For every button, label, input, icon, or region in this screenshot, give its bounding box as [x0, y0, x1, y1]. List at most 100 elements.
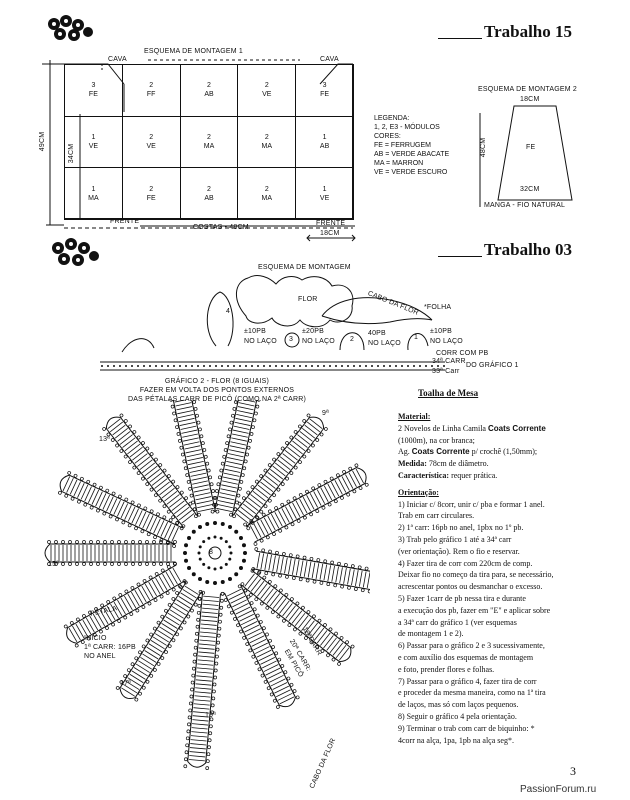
- chain-stitch: [113, 365, 115, 367]
- material-line-1a: 2 Novelos de Linha Camila: [398, 423, 488, 433]
- chain-stitch: [179, 365, 181, 367]
- chain-stitch: [257, 365, 259, 367]
- chain-stitch: [293, 365, 295, 367]
- esquema3-20pb: ±20PB: [302, 328, 324, 335]
- module-color: MA: [261, 142, 273, 150]
- module-number: 2: [149, 185, 154, 193]
- flower-row-19: 19ª: [205, 712, 216, 719]
- chain-stitch: [149, 365, 151, 367]
- chain-stitch: [239, 365, 241, 367]
- module-color: MA: [88, 194, 99, 202]
- chain-stitch: [191, 365, 193, 367]
- petal: [250, 547, 370, 594]
- esquema2-caption: MANGA - FIO NATURAL: [484, 202, 566, 209]
- esquema3-title: ESQUEMA DE MONTAGEM: [258, 264, 351, 271]
- module-color: FF: [146, 91, 156, 99]
- module-color: VE: [319, 194, 330, 202]
- flower-inicio-1: INÍCIO: [84, 635, 107, 642]
- material-brand-2: Coats Corrente: [411, 447, 470, 457]
- chain-stitch: [209, 365, 211, 367]
- esquema3-flor: FLOR: [298, 296, 318, 303]
- material-heading: Material:: [398, 412, 431, 421]
- chain-stitch: [281, 365, 283, 367]
- chain-stitch: [419, 365, 421, 367]
- esquema3-10pb-b: ±10PB: [430, 328, 452, 335]
- chain-stitch: [335, 365, 337, 367]
- petal: [210, 400, 261, 519]
- petal: [243, 463, 369, 546]
- chain-stitch: [215, 365, 217, 367]
- chain-stitch: [119, 365, 121, 367]
- chain-stitch: [143, 365, 145, 367]
- module-color: FE: [146, 194, 156, 202]
- petal: [44, 540, 177, 566]
- esquema3-n3: 3: [289, 336, 294, 343]
- grafico2-line-1: GRÁFICO 2 - FLOR (8 IGUAIS): [164, 378, 270, 385]
- esquema3-laco-2: NO LAÇO: [302, 338, 335, 345]
- flower-row-17: 17ª: [120, 680, 131, 687]
- center-stitch: [234, 572, 239, 577]
- module-number: 1: [322, 133, 327, 141]
- cava-right-label: CAVA: [320, 56, 339, 63]
- chain-stitch: [323, 365, 325, 367]
- esquema3-corr: CORR COM PB: [436, 350, 489, 357]
- module-number: 2: [207, 82, 211, 90]
- esquema3-laco-3: NO LAÇO: [368, 340, 401, 347]
- step: 6) Passar para o gráfico 2 e 3 sucessiva…: [398, 641, 545, 651]
- esquema3-laco-4: NO LAÇO: [430, 338, 463, 345]
- chain-stitch: [227, 365, 229, 367]
- chain-stitch: [287, 365, 289, 367]
- step: a execução dos pb, fazer em "E" e aplica…: [398, 605, 551, 615]
- center-stitch: [184, 558, 189, 563]
- center-stitch: [220, 522, 225, 527]
- esquema1-frame: [42, 59, 481, 242]
- center-stitch: [213, 535, 217, 539]
- material-line-2: (1000m), na cor branca;: [398, 435, 475, 445]
- chain-stitch: [395, 365, 397, 367]
- chain-stitch: [245, 365, 247, 367]
- chain-stitch: [197, 365, 199, 367]
- module-color: VE: [146, 142, 156, 150]
- petal: [115, 579, 205, 702]
- title-trabalho-03: Trabalho 03: [484, 240, 573, 259]
- chain-stitch: [161, 365, 163, 367]
- center-stitch: [219, 566, 223, 570]
- center-stitch: [241, 543, 246, 548]
- center-stitch: [205, 522, 210, 527]
- center-stitch: [191, 529, 196, 534]
- center-stitch: [229, 551, 233, 555]
- chain-stitch: [425, 365, 427, 367]
- step: Deixar fio no começo da tira para, se ne…: [398, 570, 554, 580]
- grafico2-line-2: FAZER EM VOLTA DOS PONTOS EXTERNOS: [139, 387, 295, 394]
- center-stitch: [207, 566, 211, 570]
- esquema3-carr34: 34ª CARR: [432, 358, 466, 365]
- flower-ornament-middle: [52, 238, 99, 266]
- step: acrescentar pontos ou desmanchar o exces…: [398, 582, 543, 592]
- medida-value: 78cm de diâmetro.: [426, 459, 489, 469]
- center-stitch: [213, 521, 217, 525]
- flower-row-15: 15ª: [48, 561, 59, 568]
- module-color: AB: [204, 91, 214, 99]
- module-number: 1: [91, 185, 96, 193]
- module-color: AB: [204, 194, 214, 202]
- petal: [169, 400, 220, 519]
- center-stitch: [228, 525, 232, 530]
- center-stitch: [243, 551, 247, 555]
- chain-stitch: [221, 365, 223, 367]
- petal: [229, 413, 328, 531]
- legenda-line: MA = MARRON: [374, 160, 424, 167]
- center-stitch: [220, 579, 225, 584]
- flower-inicio-2: 1ª CARR: 16PB: [84, 644, 136, 651]
- material-line-1: 2 Novelos de Linha Camila Coats Corrente: [398, 423, 620, 435]
- dim-18cm: 18CM: [320, 230, 340, 237]
- step: a 34ª carr do gráfico 1 (ver esquemas: [398, 617, 517, 627]
- manga-shape: [497, 105, 573, 201]
- chain-stitch: [365, 365, 367, 367]
- grafico2-line-3: DAS PÉTALAS CARR DE PICÔ (COMO NA 2ª CAR…: [127, 396, 307, 403]
- legenda-line: VE = VERDE ESCURO: [374, 169, 448, 176]
- chain-stitch: [305, 365, 307, 367]
- module-number: 2: [264, 133, 269, 141]
- module-number: 2: [207, 185, 211, 193]
- esquema3-n4: 4: [226, 308, 231, 315]
